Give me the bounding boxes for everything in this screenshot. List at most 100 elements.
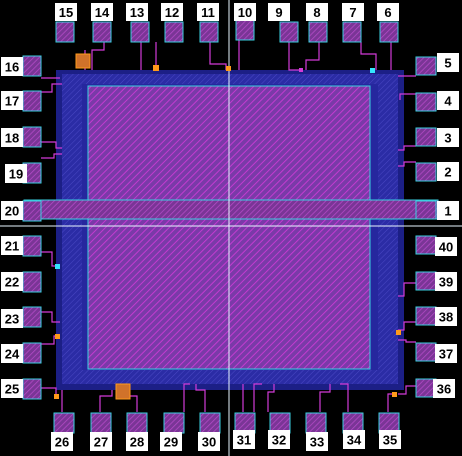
pin-label-37: 37 [435, 344, 457, 363]
pin-label-12: 12 [161, 3, 183, 21]
horizontal-bus [23, 199, 439, 220]
pin-label-box [437, 162, 459, 181]
pin-label-text: 17 [5, 94, 19, 109]
pin-label-text: 9 [275, 5, 282, 20]
pin-label-text: 25 [5, 382, 19, 397]
pin-pad-14 [92, 21, 112, 43]
pin-pad-9 [279, 21, 299, 43]
wire-routing [41, 20, 416, 412]
pin-pad-24 [22, 342, 42, 364]
pin-label-box [90, 432, 112, 451]
pin-label-box [233, 430, 255, 449]
pin-pad-18 [22, 126, 42, 148]
pin-pad-27 [90, 412, 112, 434]
pin-label-text: 28 [130, 435, 144, 450]
pin-label-box [306, 432, 328, 451]
pin-label-box [306, 3, 328, 21]
pin-label-10: 10 [234, 3, 256, 21]
pin-label-text: 31 [237, 433, 251, 448]
pin-label-36: 36 [433, 379, 455, 398]
pin-label-31: 31 [233, 430, 255, 449]
pin-label-6: 6 [377, 3, 399, 21]
pin-label-33: 33 [306, 432, 328, 451]
pin-pad-3 [415, 127, 437, 147]
pin-label-box [435, 344, 457, 363]
pin-pad-22 [22, 271, 42, 293]
pin-label-26: 26 [51, 432, 73, 451]
pin-label-9: 9 [268, 3, 290, 21]
pin-label-19: 19 [5, 164, 27, 183]
pin-label-box [268, 430, 290, 449]
pin-label-box [377, 3, 399, 21]
pin-label-text: 30 [202, 435, 216, 450]
pin-label-13: 13 [126, 3, 148, 21]
pin-label-5: 5 [437, 53, 459, 72]
pin-label-box [435, 307, 457, 326]
pin-label-box [433, 379, 455, 398]
pin-label-text: 4 [444, 94, 452, 109]
pin-pad-10 [235, 19, 255, 41]
pin-pad-17 [22, 90, 42, 112]
pin-pad-8 [308, 21, 328, 43]
pin-label-2: 2 [437, 162, 459, 181]
pin-pad-33 [305, 412, 327, 434]
pin-label-text: 29 [164, 435, 178, 450]
pin-label-box [1, 236, 23, 255]
pin-label-box [379, 430, 401, 449]
pin-label-1: 1 [437, 201, 459, 220]
pin-label-box [55, 3, 77, 21]
pin-label-box [197, 3, 219, 21]
pin-label-box [1, 57, 23, 76]
pin-label-box [198, 432, 220, 451]
pin-label-box [435, 272, 457, 291]
pin-label-24: 24 [1, 344, 23, 363]
pin-pad-28 [126, 412, 148, 434]
pin-label-box [1, 91, 23, 110]
pin-label-text: 1 [444, 204, 451, 219]
pin-label-text: 5 [444, 56, 451, 71]
pin-label-14: 14 [91, 3, 113, 21]
pin-label-7: 7 [342, 3, 364, 21]
pin-label-text: 10 [238, 5, 252, 20]
pin-label-text: 40 [439, 240, 453, 255]
pin-label-23: 23 [1, 309, 23, 328]
pin-label-box [234, 3, 256, 21]
pin-label-box [342, 3, 364, 21]
pin-label-box [437, 91, 459, 110]
pin-label-39: 39 [435, 272, 457, 291]
pin-label-box [91, 3, 113, 21]
pin-label-29: 29 [160, 432, 182, 451]
pin-label-box [51, 432, 73, 451]
pin-label-text: 38 [439, 310, 453, 325]
pin-pad-2 [415, 162, 437, 182]
pin-label-text: 15 [59, 5, 73, 20]
pin-label-text: 16 [5, 60, 19, 75]
pin-pad-1 [415, 200, 437, 220]
pin-pad-20 [22, 200, 42, 222]
pin-label-box [268, 3, 290, 21]
pin-pad-12 [164, 21, 184, 43]
pin-label-box [435, 237, 457, 256]
pin-label-11: 11 [197, 3, 219, 21]
pin-label-35: 35 [379, 430, 401, 449]
pin-label-box [1, 344, 23, 363]
pin-pad-26 [53, 412, 75, 434]
pin-pads [22, 19, 437, 434]
pin-label-40: 40 [435, 237, 457, 256]
pin-label-3: 3 [437, 128, 459, 147]
pin-label-4: 4 [437, 91, 459, 110]
pin-label-box [5, 164, 27, 183]
pin-label-21: 21 [1, 236, 23, 255]
pin-label-box [1, 309, 23, 328]
pin-label-text: 21 [5, 239, 19, 254]
pin-label-box [1, 379, 23, 398]
pin-pad-7 [342, 21, 362, 43]
pin-pad-6 [379, 21, 399, 43]
pin-label-text: 23 [5, 312, 19, 327]
pin-label-text: 6 [384, 5, 391, 20]
contacts [54, 53, 401, 400]
pin-label-text: 7 [349, 5, 356, 20]
pin-label-27: 27 [90, 432, 112, 451]
